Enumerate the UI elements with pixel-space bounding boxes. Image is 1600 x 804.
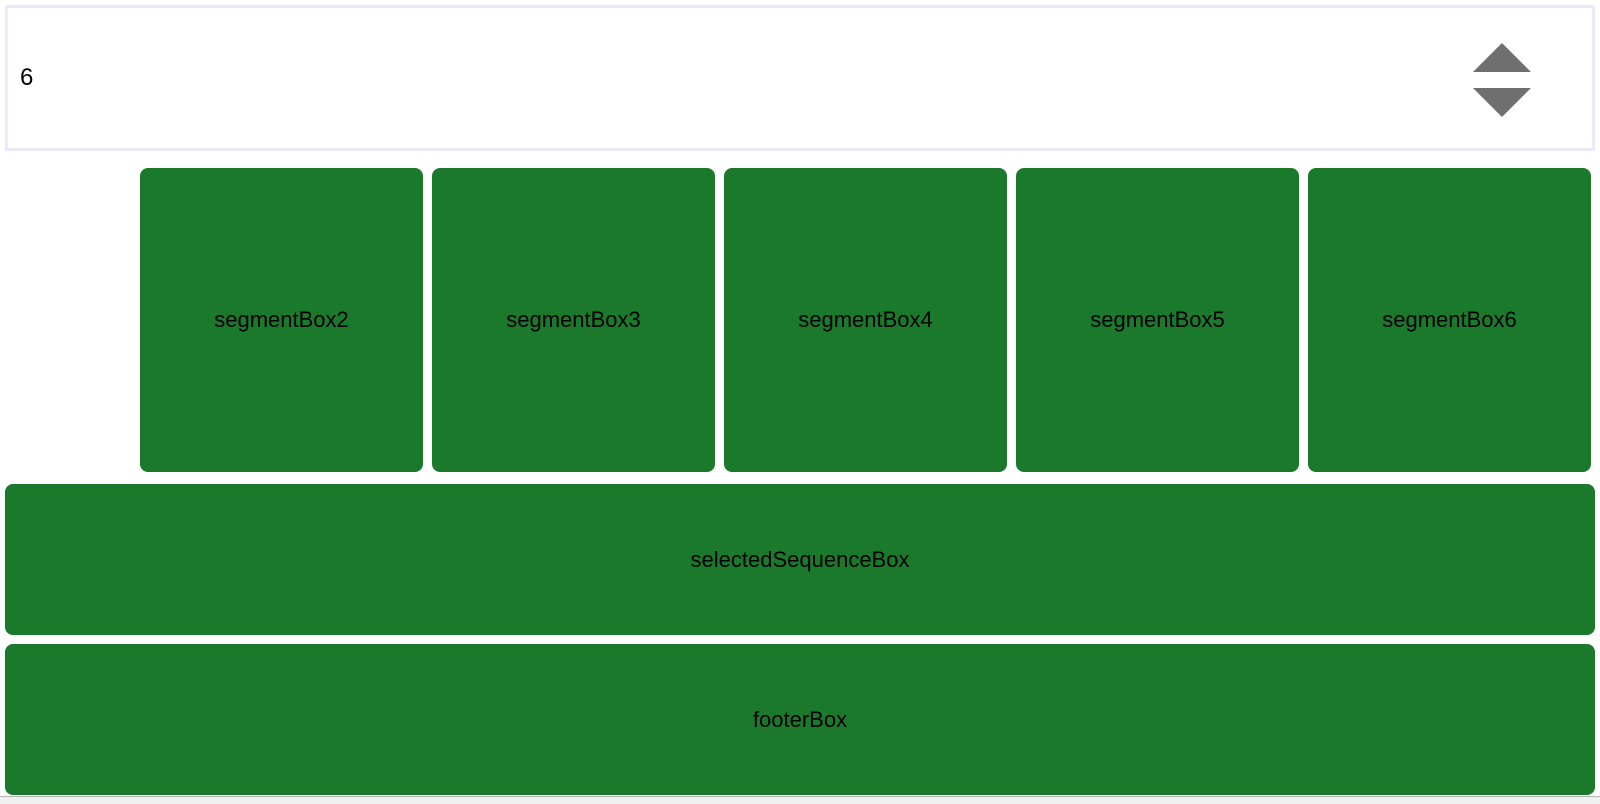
segment-box[interactable]: segmentBox6 <box>1308 168 1591 472</box>
stepper-value[interactable]: 6 <box>20 64 34 91</box>
status-bar <box>0 796 1600 804</box>
number-stepper[interactable]: 6 <box>5 5 1595 151</box>
spin-down-icon[interactable] <box>1473 88 1531 117</box>
selected-sequence-box[interactable]: selectedSequenceBox <box>5 484 1595 635</box>
segment-label: segmentBox3 <box>506 307 641 332</box>
segment-box[interactable]: segmentBox5 <box>1016 168 1299 472</box>
segment-box[interactable]: segmentBox3 <box>432 168 715 472</box>
segment-label: segmentBox5 <box>1090 307 1225 332</box>
segment-label: segmentBox2 <box>214 307 349 332</box>
segment-box[interactable]: segmentBox4 <box>724 168 1007 472</box>
footer-label: footerBox <box>752 706 848 732</box>
spin-up-icon[interactable] <box>1473 43 1531 72</box>
selected-sequence-label: selectedSequenceBox <box>690 546 910 572</box>
footer-box[interactable]: footerBox <box>5 644 1595 795</box>
segment-label: segmentBox4 <box>798 307 933 332</box>
segment-label: segmentBox6 <box>1382 307 1517 332</box>
segment-box[interactable]: segmentBox2 <box>140 168 423 472</box>
